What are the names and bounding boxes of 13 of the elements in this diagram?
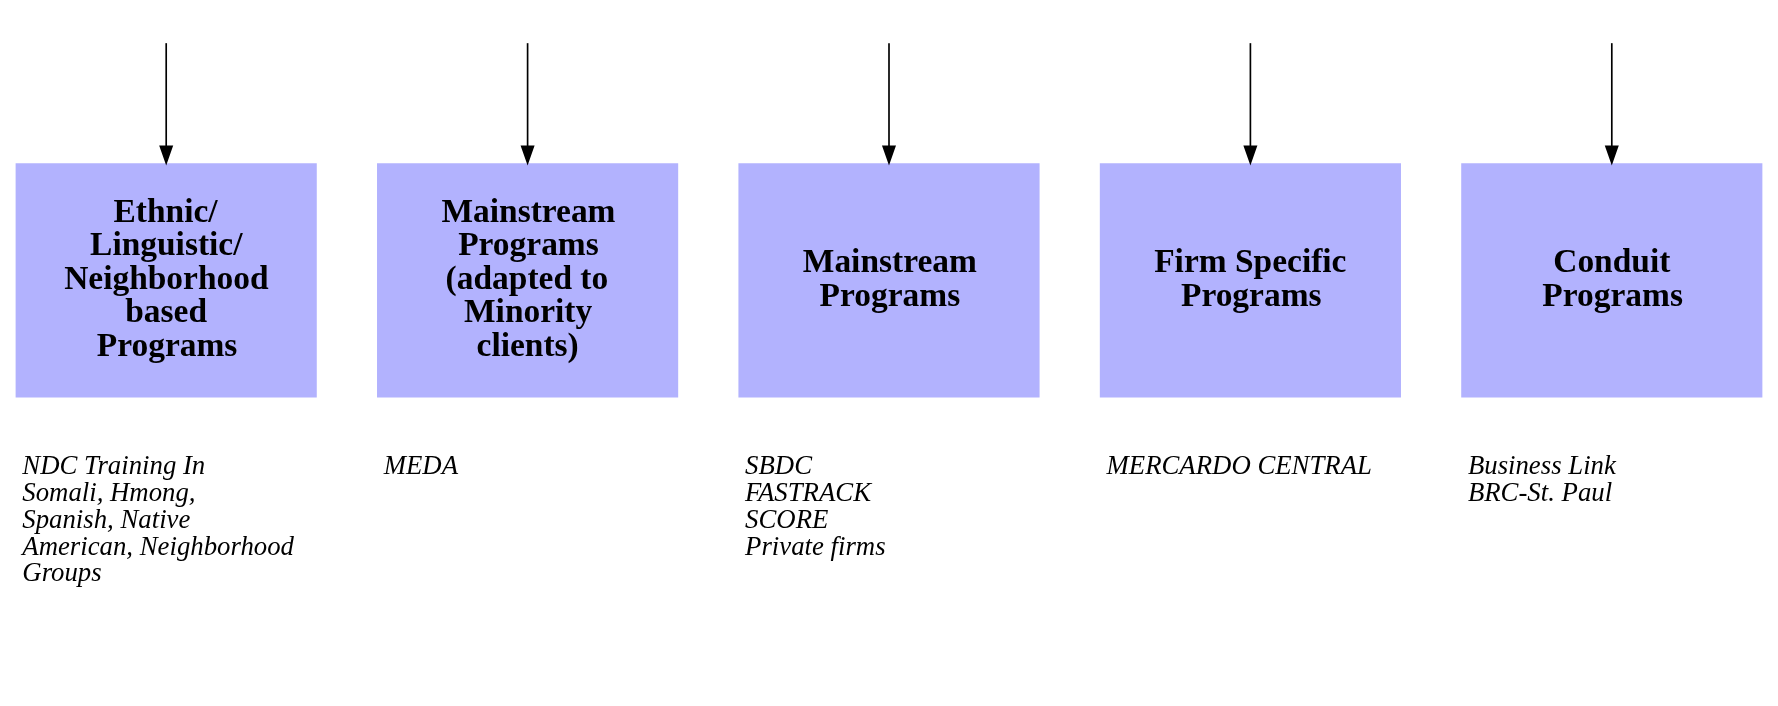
node-box: Conduit Programs: [1461, 162, 1763, 398]
node-box: Mainstream Programs (adapted to Minority clients): [377, 162, 679, 398]
arrow: [159, 41, 174, 165]
arrow: [1604, 41, 1619, 165]
node-label: MEDA: [383, 449, 459, 480]
node-box: Firm Specific Programs: [1099, 162, 1401, 398]
node-label: MERCARDO CENTRAL: [1106, 449, 1372, 480]
arrow: [881, 41, 897, 165]
node-box: Ethnic/ Linguistic/ Neighborhood based Programs: [15, 162, 317, 398]
node-label: NDC Training In Somali, Hmong, Spanish, Native American, Neighborhood Groups: [22, 449, 294, 587]
arrow: [1243, 41, 1258, 165]
node-box: Mainstream Programs: [738, 162, 1040, 398]
arrow: [520, 41, 535, 165]
